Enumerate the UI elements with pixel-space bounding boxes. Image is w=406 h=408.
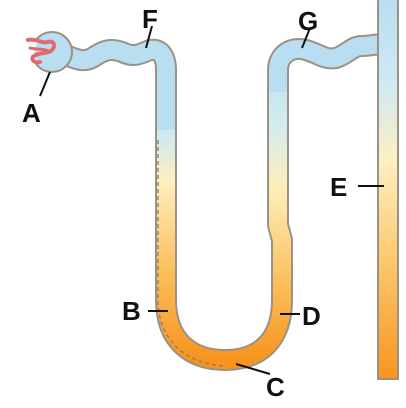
glomerulus [26,37,57,65]
leader-line-g [301,27,311,49]
leader-line-c [235,363,271,375]
label-c: C [266,372,285,402]
label-a: A [22,98,41,128]
label-g: G [298,6,318,36]
proximal-convoluted-tubule [45,38,177,141]
collecting-duct [377,0,399,380]
label-d: D [302,301,321,331]
leader-line-a [39,71,51,97]
label-e: E [330,172,347,202]
label-f: F [142,4,158,34]
label-b: B [122,296,141,326]
loop-of-henle [155,90,293,371]
distal-convoluted-tubule [267,33,387,92]
leader-line-f [145,25,153,49]
